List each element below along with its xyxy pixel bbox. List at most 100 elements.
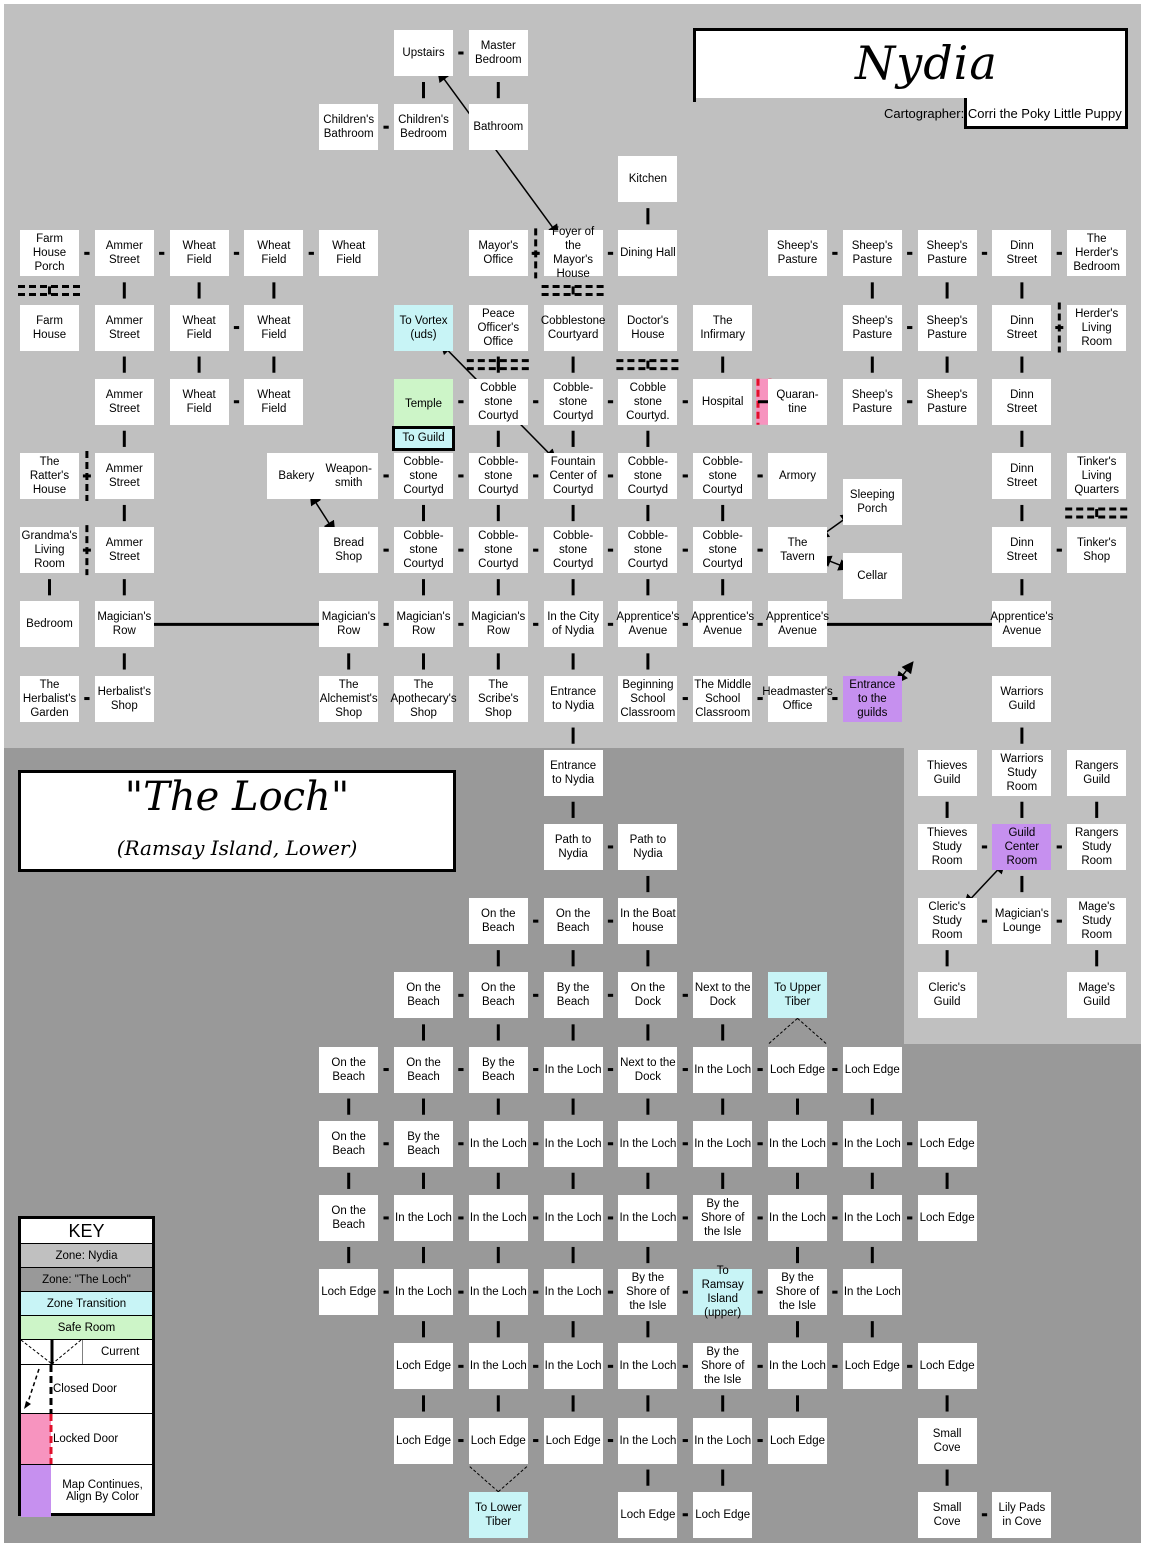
room-edge-2[interactable]: Loch Edge — [842, 1046, 902, 1093]
room-sleeping-porch[interactable]: Sleeping Porch — [842, 478, 902, 525]
room-loch-20[interactable]: In the Loch — [543, 1343, 603, 1390]
room-to-vortex[interactable]: To Vortex (uds) — [394, 304, 453, 351]
room-small-cove-1[interactable]: Small Cove — [917, 1417, 977, 1464]
room-next-dock-2[interactable]: Next to the Dock — [618, 1046, 678, 1093]
room-loch-10[interactable]: In the Loch — [468, 1194, 528, 1241]
room-ammer-st-3[interactable]: Ammer Street — [94, 378, 154, 425]
room-path-2[interactable]: Path to Nydia — [618, 823, 678, 870]
room-dinn-3[interactable]: Dinn Street — [992, 378, 1052, 425]
room-headmaster[interactable]: Headmaster's Office — [762, 675, 833, 722]
room-beginning-school[interactable]: Beginning School Classroom — [618, 675, 678, 722]
room-loch-2[interactable]: In the Loch — [693, 1046, 753, 1093]
room-mages-study[interactable]: Mage's Study Room — [1067, 898, 1127, 945]
room-appr-2[interactable]: Apprentice's Avenue — [691, 601, 754, 648]
room-edge-11[interactable]: Loch Edge — [543, 1417, 603, 1464]
room-herbalists-garden[interactable]: The Herbalist's Garden — [20, 675, 79, 722]
room-wheat-3[interactable]: Wheat Field — [319, 230, 379, 277]
room-edge-5[interactable]: Loch Edge — [319, 1269, 379, 1316]
room-entrance-1[interactable]: Entrance to Nydia — [543, 675, 603, 722]
room-middle-school[interactable]: The Middle School Classroom — [693, 675, 753, 722]
room-temple[interactable]: Temple — [394, 378, 453, 429]
room-farm-house-porch[interactable]: Farm House Porch — [20, 230, 79, 277]
room-herders-living[interactable]: Herder's Living Room — [1067, 304, 1127, 351]
room-wheat-5[interactable]: Wheat Field — [244, 304, 304, 351]
room-loch-24[interactable]: In the Loch — [693, 1417, 753, 1464]
room-loch-11[interactable]: In the Loch — [543, 1194, 603, 1241]
room-shore-3[interactable]: By the Shore of the Isle — [768, 1269, 827, 1316]
room-herders-bedroom[interactable]: The Herder's Bedroom — [1067, 230, 1127, 277]
room-to-ramsay-upper[interactable]: To Ramsay Island (upper) — [693, 1265, 753, 1319]
room-path-1[interactable]: Path to Nydia — [543, 823, 603, 870]
room-farm-house[interactable]: Farm House — [20, 304, 79, 351]
room-shore-2[interactable]: By the Shore of the Isle — [618, 1269, 678, 1316]
room-kitchen[interactable]: Kitchen — [618, 156, 678, 203]
room-mayors-office[interactable]: Mayor's Office — [468, 230, 528, 277]
room-bedroom[interactable]: Bedroom — [20, 601, 79, 648]
room-upstairs[interactable]: Upstairs — [394, 30, 453, 76]
room-tavern[interactable]: The Tavern — [768, 527, 827, 574]
room-cobble-9[interactable]: Cobble-stone Courtyd — [468, 527, 528, 574]
room-childrens-bedroom[interactable]: Children's Bedroom — [394, 104, 453, 151]
room-edge-6[interactable]: Loch Edge — [394, 1343, 453, 1390]
room-dining-hall[interactable]: Dining Hall — [618, 230, 678, 277]
room-cobble-2[interactable]: Cobble-stone Courtyd — [543, 378, 603, 425]
room-hospital[interactable]: Hospital — [693, 378, 753, 425]
room-rangers-study[interactable]: Rangers Study Room — [1067, 823, 1127, 870]
room-edge-9[interactable]: Loch Edge — [394, 1417, 453, 1464]
room-loch-1[interactable]: In the Loch — [543, 1046, 603, 1093]
room-loch-5[interactable]: In the Loch — [618, 1120, 678, 1167]
room-loch-22[interactable]: In the Loch — [768, 1343, 827, 1390]
room-beach-8[interactable]: On the Beach — [319, 1194, 379, 1241]
room-small-cove-2[interactable]: Small Cove — [917, 1491, 977, 1538]
room-beach-2[interactable]: On the Beach — [543, 898, 603, 945]
room-foyer[interactable]: Foyer of the Mayor's House — [543, 226, 603, 280]
room-wheat-1[interactable]: Wheat Field — [169, 230, 229, 277]
room-appr-1[interactable]: Apprentice's Avenue — [616, 601, 679, 648]
room-cobble-10[interactable]: Cobble-stone Courtyd — [543, 527, 603, 574]
room-wheat-6[interactable]: Wheat Field — [169, 378, 229, 425]
room-sheep-6[interactable]: Sheep's Pasture — [842, 378, 902, 425]
room-loch-12[interactable]: In the Loch — [618, 1194, 678, 1241]
room-bathroom[interactable]: Bathroom — [468, 104, 528, 151]
room-warriors-guild[interactable]: Warriors Guild — [992, 675, 1052, 722]
room-shore-1[interactable]: By the Shore of the Isle — [693, 1194, 753, 1241]
room-scribes-shop[interactable]: The Scribe's Shop — [468, 675, 528, 722]
room-dinn-5[interactable]: Dinn Street — [992, 527, 1052, 574]
room-cellar[interactable]: Cellar — [842, 553, 902, 600]
room-edge-7[interactable]: Loch Edge — [842, 1343, 902, 1390]
room-to-lower-tiber[interactable]: To Lower Tiber — [468, 1491, 528, 1538]
room-warriors-study[interactable]: Warriors Study Room — [992, 749, 1052, 796]
room-cobble-8[interactable]: Cobble-stone Courtyd — [394, 527, 453, 574]
room-ratters-house[interactable]: The Ratter's House — [20, 452, 79, 499]
room-wheat-2[interactable]: Wheat Field — [244, 230, 304, 277]
room-cobble-3[interactable]: Cobble stone Courtyd. — [618, 378, 678, 425]
room-loch-3[interactable]: In the Loch — [468, 1120, 528, 1167]
room-loch-16[interactable]: In the Loch — [468, 1269, 528, 1316]
room-sheep-4[interactable]: Sheep's Pasture — [842, 304, 902, 351]
room-sheep-2[interactable]: Sheep's Pasture — [842, 230, 902, 277]
room-cobble-ne-courtyard[interactable]: Cobblestone Courtyard — [541, 304, 605, 351]
room-by-beach-2[interactable]: By the Beach — [468, 1046, 528, 1093]
room-grandmas-living[interactable]: Grandma's Living Room — [20, 527, 79, 574]
room-ammer-st-4[interactable]: Ammer Street — [94, 452, 154, 499]
room-thieves-guild[interactable]: Thieves Guild — [917, 749, 977, 796]
room-dinn-4[interactable]: Dinn Street — [992, 452, 1052, 499]
room-clerics-guild[interactable]: Cleric's Guild — [917, 972, 977, 1019]
room-loch-6[interactable]: In the Loch — [693, 1120, 753, 1167]
room-cobble-6[interactable]: Cobble-stone Courtyd — [618, 452, 678, 499]
room-clerics-study[interactable]: Cleric's Study Room — [917, 898, 977, 945]
room-edge-4[interactable]: Loch Edge — [917, 1194, 977, 1241]
room-next-dock-1[interactable]: Next to the Dock — [693, 972, 753, 1019]
room-ammer-st-2[interactable]: Ammer Street — [94, 304, 154, 351]
room-magicians-lounge[interactable]: Magician's Lounge — [992, 898, 1052, 945]
room-sheep-7[interactable]: Sheep's Pasture — [917, 378, 977, 425]
room-fountain[interactable]: Fountain Center of Courtyd — [543, 452, 603, 499]
room-beach-7[interactable]: On the Beach — [319, 1120, 379, 1167]
room-tinkers-shop[interactable]: Tinker's Shop — [1067, 527, 1127, 574]
room-cobble-4[interactable]: Cobble-stone Courtyd — [394, 452, 453, 499]
room-cobble-11[interactable]: Cobble-stone Courtyd — [618, 527, 678, 574]
room-ammer-st-5[interactable]: Ammer Street — [94, 527, 154, 574]
room-mag-row-4[interactable]: Magician's Row — [468, 601, 528, 648]
room-doctors-house[interactable]: Doctor's House — [618, 304, 678, 351]
room-by-beach-1[interactable]: By the Beach — [543, 972, 603, 1019]
